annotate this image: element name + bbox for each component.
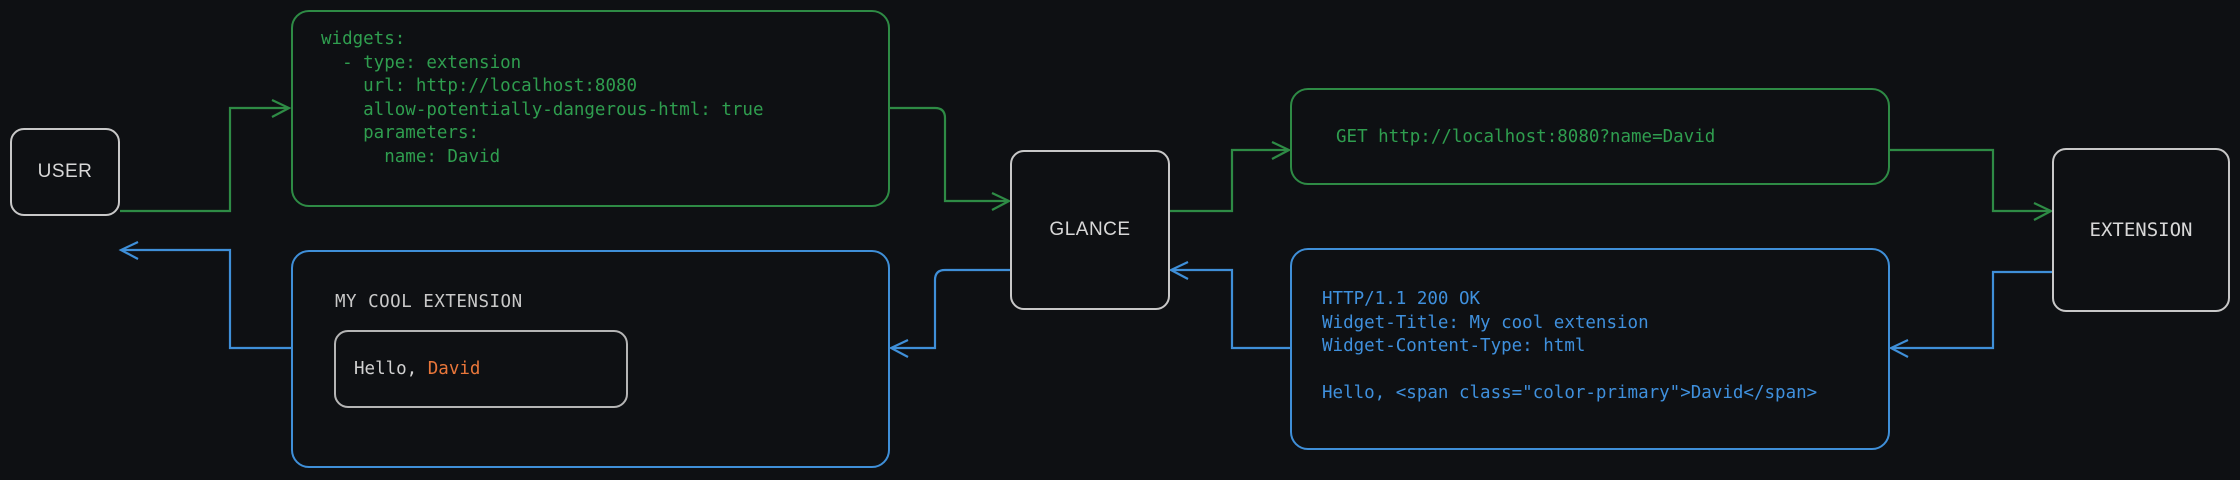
rendered-widget-body-text: Hello, David [354,359,480,379]
panel-rendered-widget: MY COOL EXTENSION Hello, David [291,250,890,468]
edge-extension-to-response [1888,270,2052,358]
edge-request-to-extension [1890,148,2054,221]
rendered-widget-name: David [427,359,481,379]
panel-http-request: GET http://localhost:8080?name=David [1290,88,1890,185]
edge-user-to-config [120,99,292,213]
node-extension[interactable]: EXTENSION [2052,148,2230,312]
node-user-label: USER [37,161,93,182]
node-glance[interactable]: GLANCE [1010,150,1170,310]
panel-config-yaml: widgets: - type: extension url: http://l… [291,10,890,207]
node-user[interactable]: USER [10,128,120,216]
edge-widget-to-user [118,241,291,350]
config-yaml-text: widgets: - type: extension url: http://l… [321,29,764,167]
node-glance-label: GLANCE [1049,219,1131,240]
edge-config-to-glance [890,106,1012,211]
edge-glance-to-widget [888,268,1010,358]
edge-glance-to-request [1170,141,1292,213]
rendered-widget-title: MY COOL EXTENSION [335,292,523,312]
http-request-text: GET http://localhost:8080?name=David [1336,127,1716,147]
rendered-widget-greeting: Hello, [354,359,428,379]
edge-response-to-glance [1168,261,1290,350]
http-response-text: HTTP/1.1 200 OK Widget-Title: My cool ex… [1322,289,1818,403]
rendered-widget-body: Hello, David [334,330,628,408]
panel-http-response: HTTP/1.1 200 OK Widget-Title: My cool ex… [1290,248,1890,450]
node-extension-label: EXTENSION [2089,219,2193,241]
